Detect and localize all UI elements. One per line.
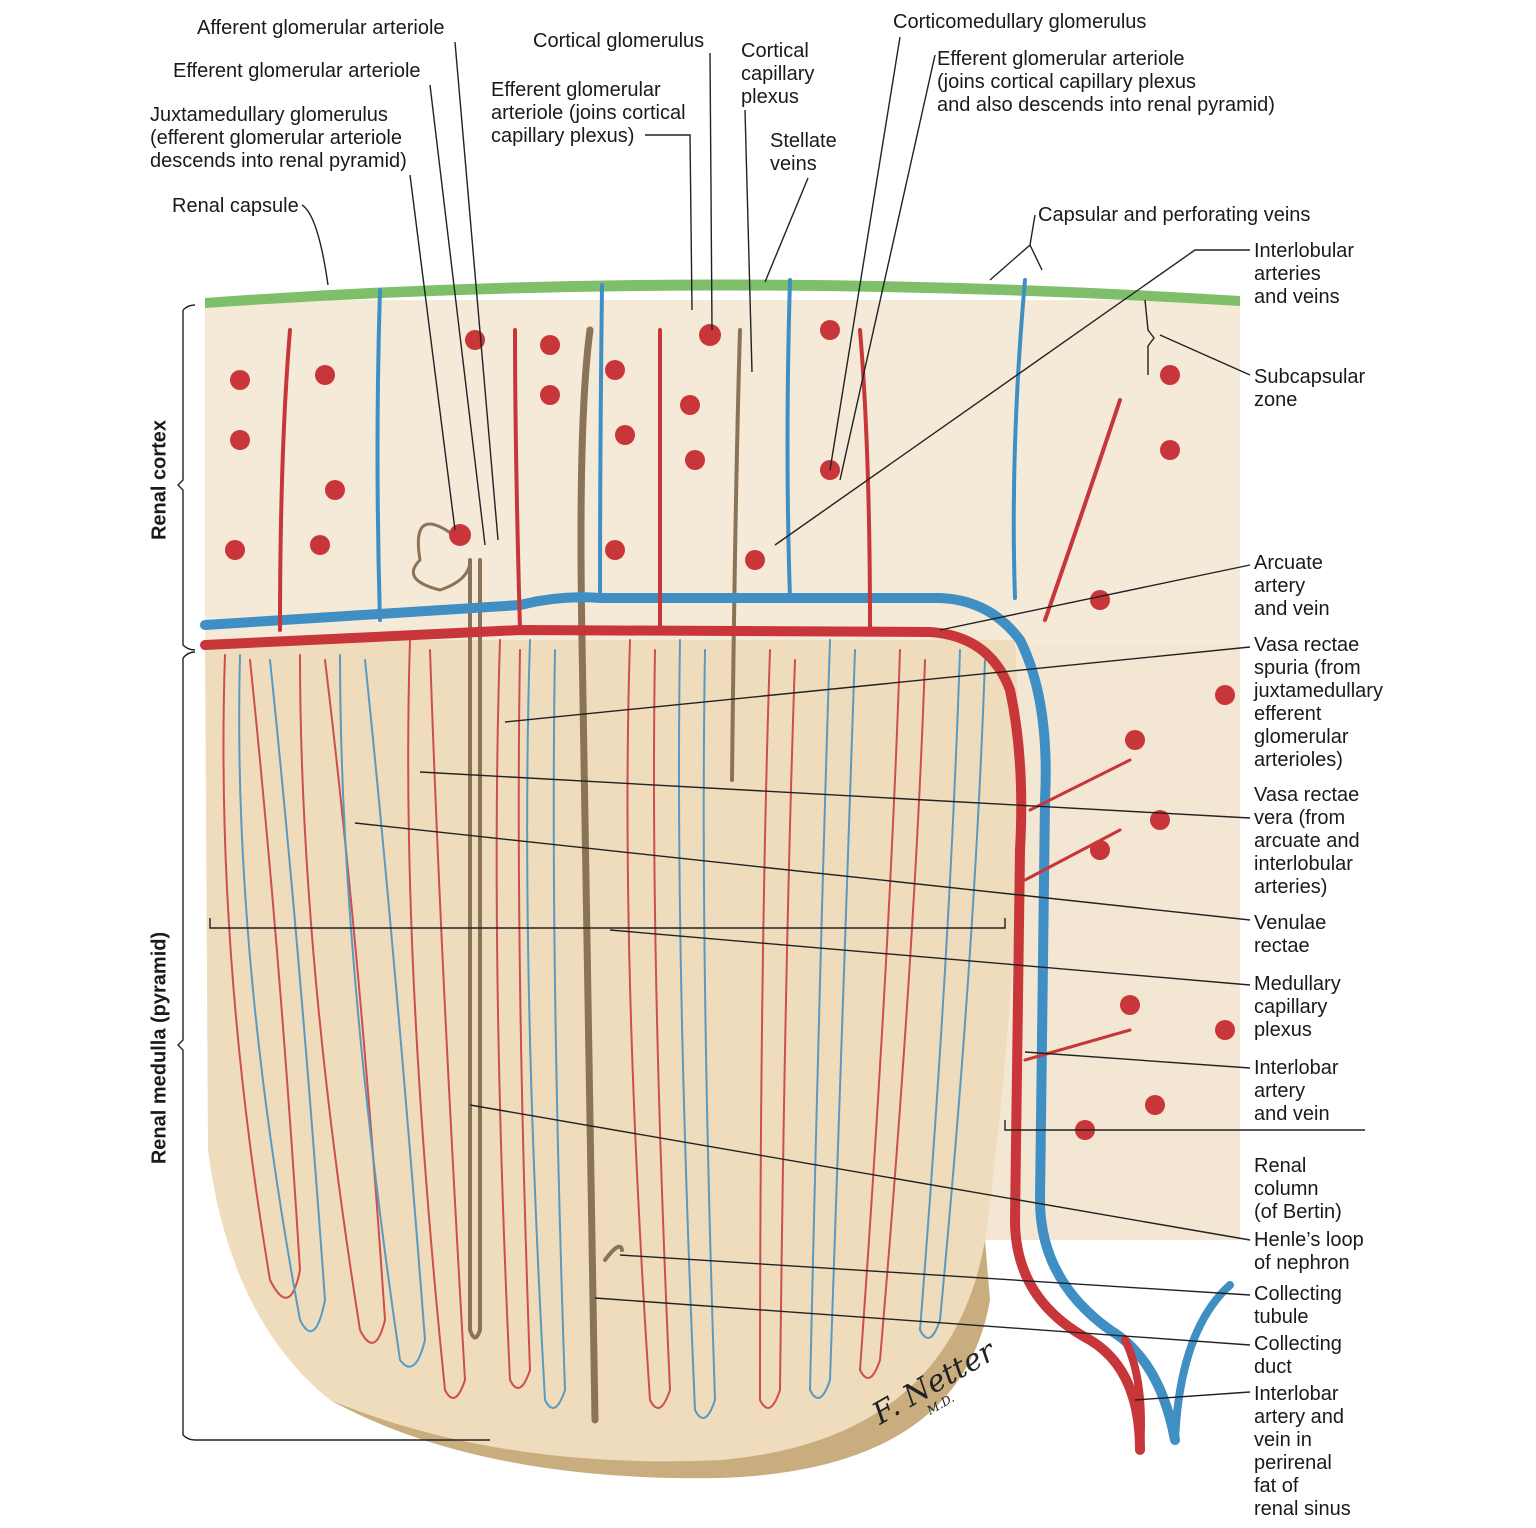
label-efferent-joins-cortical: Efferent glomerular arteriole (joins cor… <box>491 79 686 147</box>
label-interlobar-artery-vein: Interlobar artery and vein <box>1254 1057 1339 1125</box>
label-interlobular-arteries-veins: Interlobular arteries and veins <box>1254 240 1355 308</box>
label-efferent-glomerular-arteriole: Efferent glomerular arteriole <box>173 60 421 82</box>
label-venulae-rectae: Venulae rectae <box>1254 912 1327 957</box>
label-subcapsular-zone: Subcapsular zone <box>1254 366 1366 411</box>
label-cortical-glomerulus: Cortical glomerulus <box>533 30 705 52</box>
label-medullary-capillary-plexus: Medullary capillary plexus <box>1254 973 1341 1041</box>
label-cortical-capillary-plexus: Cortical capillary plexus <box>741 40 815 108</box>
label-collecting-tubule: Collecting tubule <box>1254 1283 1342 1328</box>
label-renal-column: Renal column (of Bertin) <box>1254 1155 1342 1223</box>
leader-lines <box>177 36 1365 1441</box>
label-arcuate-artery-vein: Arcuate artery and vein <box>1254 552 1330 620</box>
label-corticomedullary-glomerulus: Corticomedullary glomerulus <box>893 11 1147 33</box>
interlobular-vessels <box>278 278 1132 1062</box>
medullary-capillary-plexus <box>222 639 986 1419</box>
label-capsular-perforating-veins: Capsular and perforating veins <box>1038 204 1311 226</box>
glomeruli <box>225 320 1235 1140</box>
collecting-ducts <box>411 326 742 1424</box>
label-efferent-joins-and-descends: Efferent glomerular arteriole (joins cor… <box>937 48 1275 116</box>
label-stellate-veins: Stellate veins <box>770 130 837 175</box>
label-vasa-rectae-vera: Vasa rectae vera (from arcuate and inter… <box>1254 784 1360 898</box>
label-collecting-duct: Collecting duct <box>1254 1333 1342 1378</box>
label-renal-medulla: Renal medulla (pyramid) <box>148 931 171 1165</box>
label-juxtamedullary-glomerulus: Juxtamedullary glomerulus (efferent glom… <box>150 104 407 172</box>
label-interlobar-perirenal: Interlobar artery and vein in perirenal … <box>1254 1383 1351 1520</box>
label-vasa-rectae-spuria: Vasa rectae spuria (from juxtamedullary … <box>1254 634 1383 771</box>
label-renal-cortex: Renal cortex <box>148 419 171 541</box>
label-afferent-glomerular-arteriole: Afferent glomerular arteriole <box>197 17 445 39</box>
tissue-background <box>205 279 1240 1479</box>
label-henles-loop: Henle’s loop of nephron <box>1254 1229 1364 1274</box>
label-renal-capsule: Renal capsule <box>172 195 299 217</box>
